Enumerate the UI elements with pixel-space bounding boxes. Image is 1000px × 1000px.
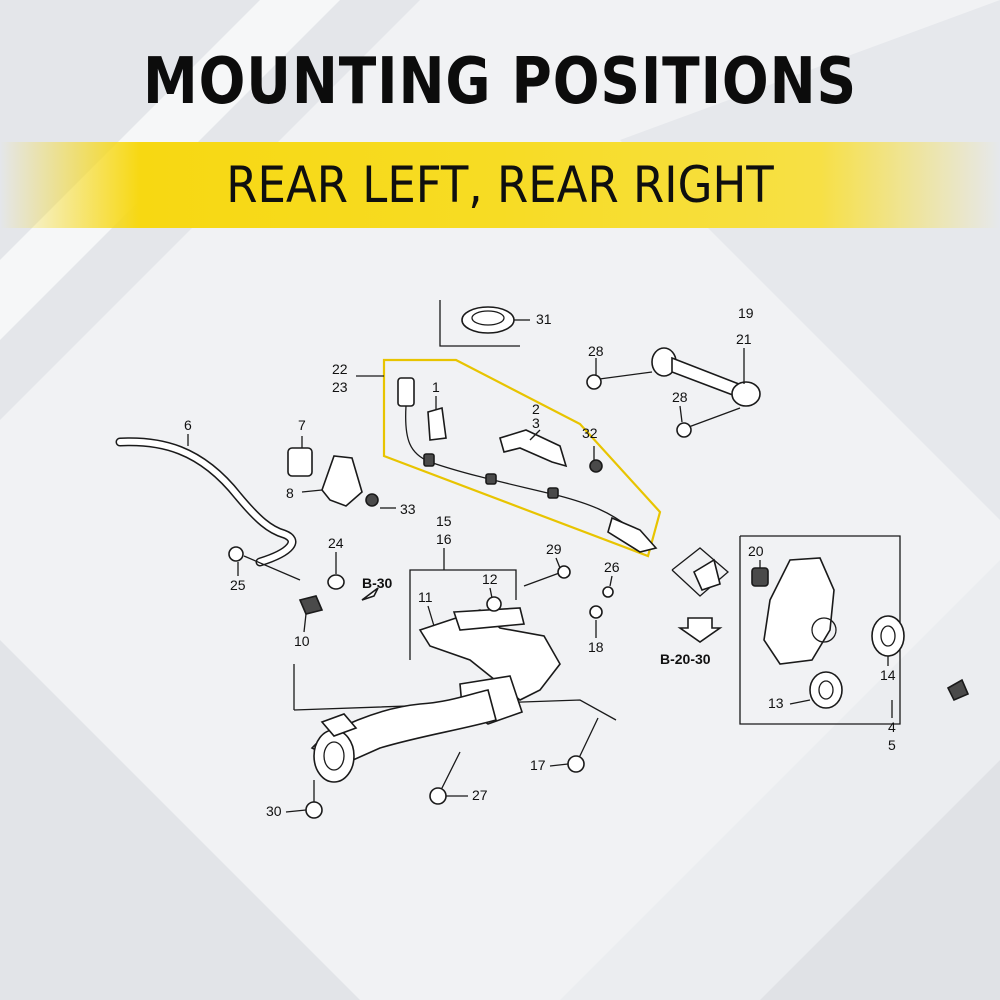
abs-sensor-wire bbox=[397, 377, 658, 553]
highlight-box bbox=[382, 358, 662, 558]
label-22: 22 bbox=[332, 361, 348, 377]
label-21: 21 bbox=[736, 331, 752, 347]
stabilizer-link bbox=[228, 546, 345, 615]
stabilizer-bushing bbox=[287, 447, 379, 507]
label-1: 1 bbox=[432, 379, 440, 395]
label-31: 31 bbox=[536, 311, 552, 327]
arrow-b30 bbox=[361, 587, 379, 601]
label-32: 32 bbox=[582, 425, 598, 441]
label-23: 23 bbox=[332, 379, 348, 395]
ref-b2030: B-20-30 bbox=[660, 651, 711, 667]
label-2: 2 bbox=[532, 401, 540, 417]
ref-b30: B-30 bbox=[362, 575, 393, 591]
label-8: 8 bbox=[286, 485, 294, 501]
label-18: 18 bbox=[588, 639, 604, 655]
label-20: 20 bbox=[748, 543, 764, 559]
label-11: 11 bbox=[418, 589, 433, 605]
label-10: 10 bbox=[294, 633, 310, 649]
label-30: 30 bbox=[266, 803, 282, 819]
trailing-arm-assembly bbox=[293, 569, 617, 783]
label-33: 33 bbox=[400, 501, 416, 517]
label-3: 3 bbox=[532, 415, 540, 431]
label-24: 24 bbox=[328, 535, 344, 551]
label-4: 4 bbox=[888, 719, 896, 735]
label-19: 19 bbox=[738, 305, 754, 321]
knuckle-assembly bbox=[671, 535, 970, 725]
dust-seal bbox=[439, 300, 530, 347]
label-28-bottom: 28 bbox=[672, 389, 688, 405]
stabilizer-bar bbox=[115, 437, 297, 567]
label-15: 15 bbox=[436, 513, 452, 529]
label-17: 17 bbox=[530, 757, 546, 773]
subtitle-banner bbox=[0, 142, 1000, 228]
label-28-top: 28 bbox=[588, 343, 604, 359]
bolt-32 bbox=[589, 459, 603, 473]
label-13: 13 bbox=[768, 695, 784, 711]
page-subtitle: REAR LEFT, REAR RIGHT bbox=[226, 156, 774, 214]
label-25: 25 bbox=[230, 577, 246, 593]
leader-lines bbox=[187, 348, 893, 813]
label-5: 5 bbox=[888, 737, 896, 753]
label-16: 16 bbox=[436, 531, 452, 547]
label-14: 14 bbox=[880, 667, 896, 683]
label-7: 7 bbox=[298, 417, 306, 433]
label-12: 12 bbox=[482, 571, 498, 587]
bolts bbox=[305, 565, 614, 819]
label-26: 26 bbox=[604, 559, 620, 575]
label-6: 6 bbox=[184, 417, 192, 433]
label-27: 27 bbox=[472, 787, 488, 803]
label-29: 29 bbox=[546, 541, 562, 557]
upper-arm bbox=[586, 347, 761, 438]
arrow-down bbox=[677, 617, 723, 643]
page-title: MOUNTING POSITIONS bbox=[143, 45, 857, 119]
